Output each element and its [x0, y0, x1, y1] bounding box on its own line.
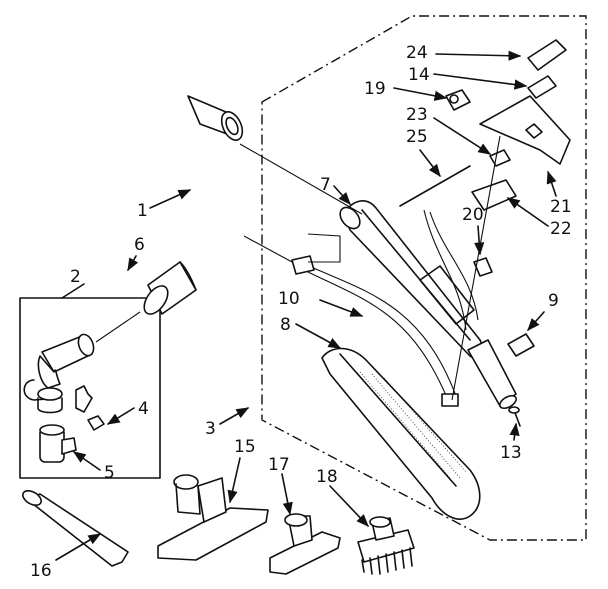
callout-21: 21	[550, 197, 572, 217]
callout-labels: 1 2 3 4 5 6 7 8 9 10 13 14 15 16 17 18 1…	[30, 43, 572, 581]
dusting-brush	[357, 516, 415, 575]
assembly-outline	[261, 15, 587, 541]
callout-15: 15	[234, 437, 256, 457]
part-19-switch	[445, 89, 471, 111]
callout-4: 4	[138, 399, 149, 419]
callout-1: 1	[137, 201, 148, 221]
part-21-cover	[479, 95, 571, 165]
upholstery-tool	[269, 513, 341, 575]
callout-17: 17	[268, 455, 290, 475]
callout-19: 19	[364, 79, 386, 99]
callout-2: 2	[70, 267, 81, 287]
crevice-tool	[22, 489, 129, 567]
part-9-clip	[507, 333, 535, 357]
part-14-plate	[527, 75, 557, 99]
cuff-part	[39, 424, 77, 463]
callout-18: 18	[316, 467, 338, 487]
part-23-button	[489, 149, 511, 167]
callout-25: 25	[406, 127, 428, 147]
part-22-bracket	[471, 179, 517, 211]
leader-lines	[55, 50, 557, 561]
callout-24: 24	[406, 43, 428, 63]
swivel-group-box	[19, 297, 161, 479]
callout-9: 9	[548, 291, 559, 311]
lower-wand	[321, 347, 481, 520]
callout-5: 5	[104, 463, 115, 483]
hose	[26, 59, 244, 315]
latch-part	[75, 385, 105, 431]
handle-assembly	[291, 200, 517, 410]
part-24-clip	[527, 39, 567, 71]
callout-6: 6	[134, 235, 145, 255]
callout-10: 10	[278, 289, 300, 309]
part-20-nut	[473, 257, 493, 277]
callout-3: 3	[205, 419, 216, 439]
callout-22: 22	[550, 219, 572, 239]
floor-tool	[157, 474, 269, 561]
callout-7: 7	[320, 175, 331, 195]
swivel-coupling	[23, 333, 95, 414]
callout-16: 16	[30, 561, 52, 581]
callout-23: 23	[406, 105, 428, 125]
callout-13: 13	[500, 443, 522, 463]
callout-20: 20	[462, 205, 484, 225]
part-25-pin	[399, 165, 471, 207]
part-13-screw	[508, 406, 521, 427]
callout-8: 8	[280, 315, 291, 335]
callout-14: 14	[408, 65, 430, 85]
